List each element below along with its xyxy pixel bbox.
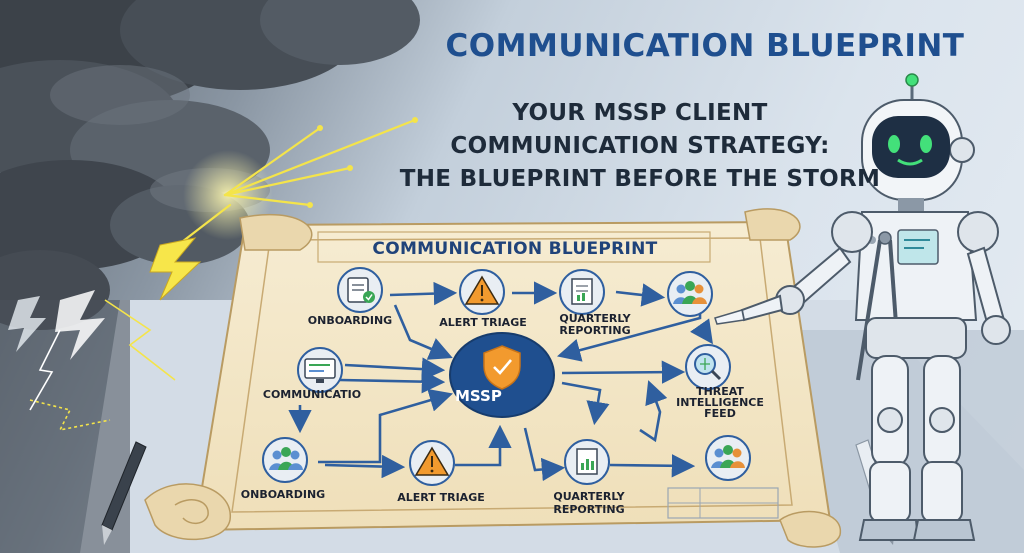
- team-icon: [667, 271, 713, 317]
- node-label-line: QUARTERLY: [559, 312, 631, 325]
- node-label-line: QUARTERLY: [553, 490, 625, 503]
- monitor-icon: [297, 347, 343, 393]
- robot-icon: [714, 73, 1011, 541]
- node-label-threat-intelligence: THREAT INTELLIGENCE FEED: [660, 386, 780, 419]
- node-label-line: FEED: [704, 407, 736, 420]
- node-label-communication: COMMUNICATIO: [262, 388, 362, 401]
- node-label-onboarding-bottom: ONBOARDING: [240, 488, 326, 501]
- node-label-alert-triage-top: ALERT TRIAGE: [439, 316, 527, 329]
- node-label-line: INTELLIGENCE: [676, 396, 764, 409]
- clipboard-check-icon: [337, 267, 383, 313]
- subtitle-line-3: THE BLUEPRINT BEFORE THE STORM: [399, 166, 881, 192]
- node-label-quarterly-reporting-top: QUARTERLY REPORTING: [540, 313, 650, 337]
- page-title: COMMUNICATION BLUEPRINT: [445, 28, 965, 64]
- node-label-alert-triage-bottom: ALERT TRIAGE: [397, 491, 485, 504]
- node-label-line: REPORTING: [553, 503, 625, 516]
- mssp-center-label: MSSP: [455, 387, 502, 405]
- shield-check-icon: [449, 332, 555, 418]
- node-label-line: THREAT: [696, 385, 744, 398]
- node-label-onboarding-top: ONBOARDING: [307, 314, 393, 327]
- node-label-line: REPORTING: [559, 324, 631, 337]
- subtitle-line-2: COMMUNICATION STRATEGY:: [450, 133, 830, 159]
- lightning-icon: [8, 237, 202, 432]
- team-icon-bottom-left: [262, 437, 308, 483]
- team-icon-bottom-right: [705, 435, 751, 481]
- report-document-icon-bottom: [564, 439, 610, 485]
- magnifier-globe-icon: [685, 344, 731, 390]
- blueprint-title: COMMUNICATION BLUEPRINT: [372, 239, 658, 259]
- node-label-quarterly-reporting-bottom: QUARTERLY REPORTING: [534, 490, 644, 516]
- report-document-icon: [559, 269, 605, 315]
- warning-triangle-icon: [459, 269, 505, 315]
- lightning-rays: [163, 118, 417, 257]
- warning-triangle-icon-bottom: [409, 440, 455, 486]
- subtitle-line-1: YOUR MSSP CLIENT: [512, 100, 768, 126]
